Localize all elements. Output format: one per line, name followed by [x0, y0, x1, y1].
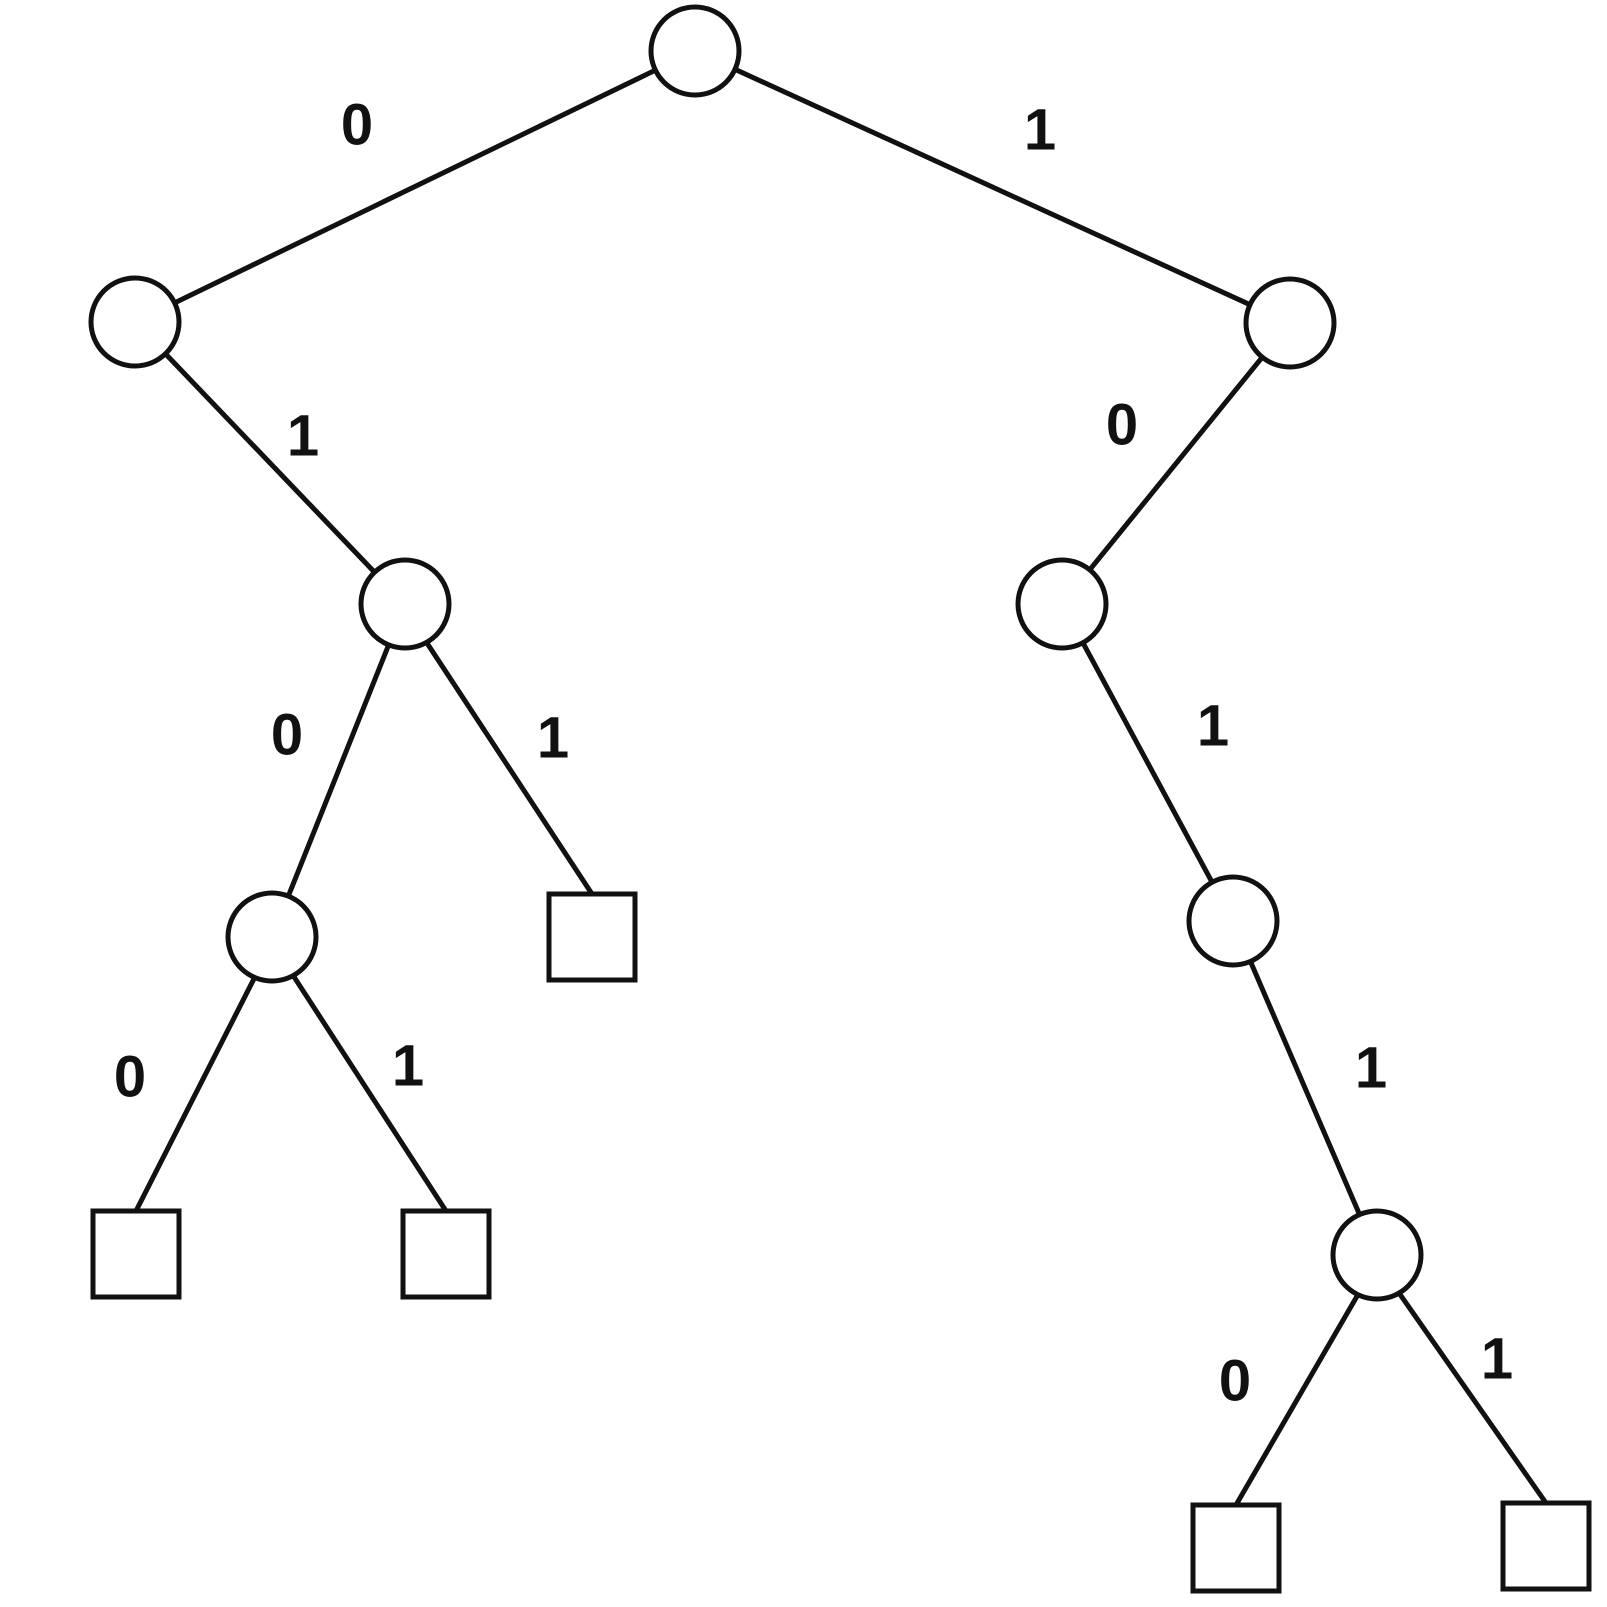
edge-n1011-n10111 [1396, 1290, 1549, 1506]
edge-label-root-n1: 1 [1024, 98, 1056, 163]
edge-n1011-n10110 [1233, 1292, 1361, 1508]
leaf-node-n0101 [400, 1208, 492, 1300]
edge-label-n010-n0101: 1 [392, 1034, 424, 1099]
edge-labels-layer: 0 1 1 0 0 1 0 1 1 1 0 1 [114, 93, 1513, 1414]
internal-node-n1011 [1330, 1208, 1424, 1302]
edge-root-n1 [732, 66, 1253, 308]
internal-node-root [648, 4, 742, 98]
internal-node-n1 [1243, 276, 1337, 370]
nodes-layer [88, 4, 1592, 1594]
edges-layer [133, 66, 1549, 1508]
edge-n01-n011 [424, 639, 595, 897]
leaf-node-n011 [546, 891, 638, 983]
leaf-node-n0100 [90, 1208, 182, 1300]
edge-label-n01-n011: 1 [537, 706, 569, 771]
leaf-node-n10110 [1190, 1502, 1282, 1594]
internal-node-n01 [358, 557, 452, 651]
leaf-node-n10111 [1500, 1500, 1592, 1592]
internal-node-n010 [225, 890, 319, 984]
edge-n10-n101 [1080, 640, 1215, 885]
edge-label-n01-n010: 0 [271, 703, 303, 768]
edge-n0-n01 [162, 351, 378, 575]
edge-n010-n0100 [133, 974, 258, 1214]
edge-label-n10-n101: 1 [1197, 694, 1229, 759]
edge-label-n010-n0100: 0 [114, 1045, 146, 1110]
edge-label-root-n0: 0 [341, 93, 373, 158]
edge-n010-n0101 [290, 973, 449, 1214]
edge-root-n0 [172, 67, 658, 306]
edge-label-n101-n1011: 1 [1355, 1036, 1387, 1101]
internal-node-n0 [88, 275, 182, 369]
edge-label-n1011-n10110: 0 [1219, 1349, 1251, 1414]
edge-n01-n010 [285, 642, 392, 899]
edge-label-n0-n01: 1 [287, 404, 319, 469]
edge-n101-n1011 [1247, 958, 1363, 1218]
edge-n1-n10 [1087, 354, 1265, 573]
edge-label-n1011-n10111: 1 [1481, 1327, 1513, 1392]
edge-label-n1-n10: 0 [1106, 393, 1138, 458]
internal-node-n101 [1186, 874, 1280, 968]
internal-node-n10 [1015, 557, 1109, 651]
